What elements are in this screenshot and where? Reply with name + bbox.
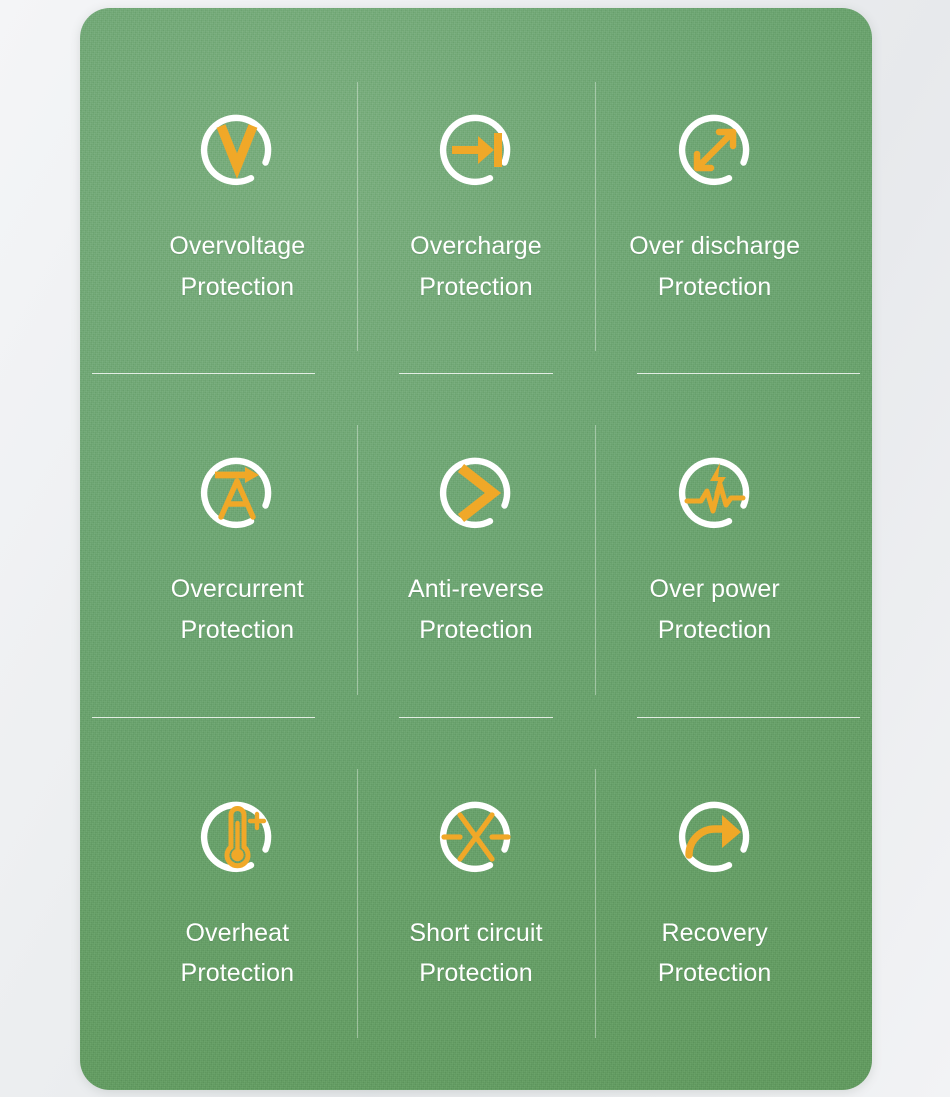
feature-label-overheat: Overheat Protection — [181, 913, 295, 994]
voltage-v-circle-icon — [201, 114, 272, 186]
ampere-arrow-circle-icon — [201, 458, 272, 529]
feature-cell-short-circuit[interactable]: Short circuit Protection — [356, 716, 596, 1060]
feature-label-over-discharge: Over discharge Protection — [629, 226, 800, 307]
feature-subtitle: Protection — [180, 272, 295, 301]
feature-title: Over discharge — [629, 232, 801, 261]
feature-title: Short circuit — [409, 918, 543, 947]
feature-cell-overcurrent[interactable]: Overcurrent Protection — [92, 373, 357, 716]
curved-arrow-circle-icon — [678, 801, 749, 872]
feature-cell-recovery[interactable]: Recovery Protection — [595, 716, 860, 1060]
feature-title: Over power — [649, 575, 780, 604]
feature-label-overcharge: Overcharge Protection — [410, 226, 542, 307]
protection-feature-grid: Overvoltage Protection Overcharge Protec… — [92, 30, 860, 1060]
feature-title: Overvoltage — [169, 232, 306, 261]
feature-label-short-circuit: Short circuit Protection — [409, 913, 542, 994]
feature-subtitle: Protection — [180, 615, 295, 644]
feature-label-anti-reverse: Anti-reverse Protection — [408, 569, 544, 650]
waveform-bolt-circle-icon — [678, 458, 749, 529]
double-diagonal-arrow-circle-icon — [678, 114, 749, 186]
feature-title: Overcurrent — [170, 575, 304, 604]
feature-label-over-power: Over power Protection — [650, 569, 780, 650]
feature-subtitle: Protection — [657, 959, 772, 988]
feature-title: Recovery — [661, 918, 768, 947]
feature-label-overcurrent: Overcurrent Protection — [171, 569, 304, 650]
feature-cell-over-discharge[interactable]: Over discharge Protection — [595, 30, 834, 373]
feature-subtitle: Protection — [180, 959, 295, 988]
feature-cell-over-power[interactable]: Over power Protection — [595, 373, 860, 716]
feature-title: Overheat — [185, 918, 290, 947]
feature-label-overvoltage: Overvoltage Protection — [169, 226, 305, 307]
feature-cell-overvoltage[interactable]: Overvoltage Protection — [118, 30, 357, 373]
arrow-to-bar-circle-icon — [439, 114, 511, 186]
feature-cell-overcharge[interactable]: Overcharge Protection — [356, 30, 596, 373]
feature-subtitle: Protection — [419, 615, 533, 644]
feature-subtitle: Protection — [419, 272, 533, 301]
thermometer-plus-circle-icon — [201, 801, 272, 872]
feature-cell-anti-reverse[interactable]: Anti-reverse Protection — [356, 373, 596, 716]
protection-features-card: Overvoltage Protection Overcharge Protec… — [80, 8, 872, 1090]
feature-title: Anti-reverse — [408, 575, 544, 604]
feature-title: Overcharge — [410, 232, 542, 261]
chevron-right-circle-icon — [439, 458, 511, 529]
feature-subtitle: Protection — [657, 272, 772, 301]
feature-subtitle: Protection — [657, 615, 772, 644]
feature-cell-overheat[interactable]: Overheat Protection — [92, 716, 357, 1060]
cross-circuit-circle-icon — [439, 801, 511, 872]
feature-label-recovery: Recovery Protection — [658, 913, 772, 994]
feature-subtitle: Protection — [419, 959, 533, 988]
